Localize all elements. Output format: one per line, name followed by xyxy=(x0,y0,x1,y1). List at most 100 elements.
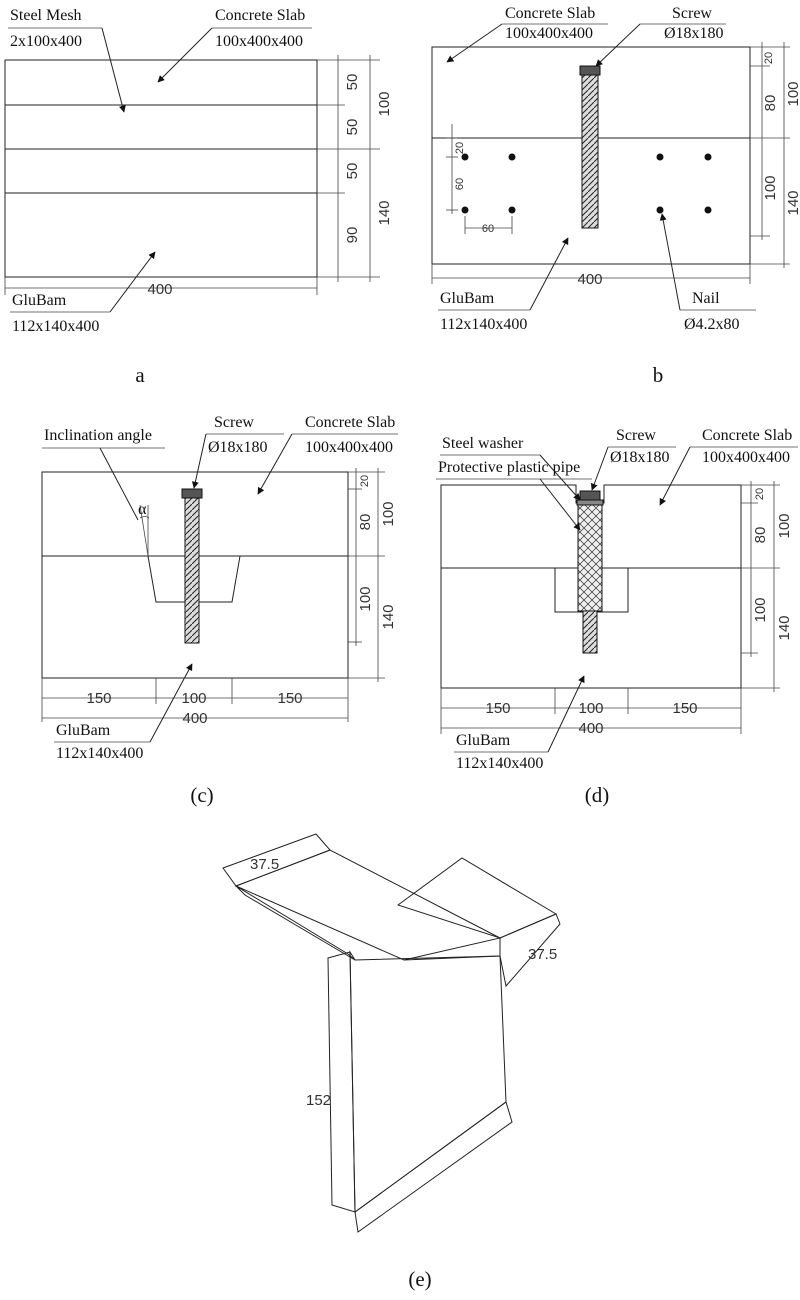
panel-d-dim-150-left: 150 xyxy=(485,700,510,717)
panel-a: 50 50 50 90 100 140 400 Steel Mesh 2x100… xyxy=(4,7,393,387)
panel-d-caption: (d) xyxy=(585,783,610,807)
panel-a-glubam-layer xyxy=(4,192,318,278)
panel-b-nail xyxy=(508,206,516,214)
panel-b-dim-20: 20 xyxy=(763,52,775,64)
panel-b-dim-80: 80 xyxy=(762,95,779,112)
panel-b-screw-size: Ø18x180 xyxy=(664,25,724,42)
panel-d: 20 80 100 100 140 150 100 150 400 Steel … xyxy=(436,427,798,807)
panel-a-slab-label: Concrete Slab xyxy=(215,7,305,24)
panel-c-concrete-layer xyxy=(41,471,349,603)
panel-b-dim-400: 400 xyxy=(577,271,602,288)
panel-b-caption: b xyxy=(653,363,664,387)
panel-c-dim-80: 80 xyxy=(357,514,374,531)
panel-b: 20 60 60 20 80 100 100 140 400 Concrete … xyxy=(431,5,800,387)
panel-c-inclination-label: Inclination angle xyxy=(44,427,152,444)
panel-c-dim-150-left: 150 xyxy=(86,690,111,707)
panel-e-dim-152: 152 xyxy=(306,1092,331,1109)
panel-b-dim-60-vertical: 60 xyxy=(454,178,466,190)
panel-d-dim-100-middle: 100 xyxy=(578,700,603,717)
panel-b-screw-shank xyxy=(581,74,599,229)
panel-b-nail xyxy=(461,153,469,161)
panel-d-plastic-pipe xyxy=(577,504,603,612)
panel-a-glubam-label: GluBam xyxy=(12,292,67,309)
panel-b-nail xyxy=(704,206,712,214)
panel-c-screw-label: Screw xyxy=(214,414,254,431)
panel-c-dim-100-middle: 100 xyxy=(181,690,206,707)
panel-a-dim-90: 90 xyxy=(344,227,361,244)
panel-b-dim-140: 140 xyxy=(785,190,800,215)
panel-a-caption: a xyxy=(135,363,145,387)
panel-c-dim-20: 20 xyxy=(359,475,371,487)
panel-d-dim-20: 20 xyxy=(754,488,766,500)
panel-a-steel-mesh-label: Steel Mesh xyxy=(10,7,82,24)
panel-c-screw-head xyxy=(181,488,203,499)
panel-c-dim-150-right: 150 xyxy=(277,690,302,707)
panel-a-dim-50a: 50 xyxy=(344,74,361,91)
panel-a-dim-140: 140 xyxy=(376,200,393,225)
panel-d-washer-label: Steel washer xyxy=(442,435,524,452)
panel-d-slab-size: 100x400x400 xyxy=(702,449,790,466)
panel-e-caption: (e) xyxy=(408,1267,431,1291)
panel-c-slab-label: Concrete Slab xyxy=(305,414,395,431)
panel-c-slab-size: 100x400x400 xyxy=(305,439,393,456)
panel-b-glubam-size: 112x140x400 xyxy=(440,316,527,333)
panel-b-slab-label: Concrete Slab xyxy=(505,5,595,22)
panel-d-pipe-label: Protective plastic pipe xyxy=(438,459,580,476)
panel-b-dim-100-right: 100 xyxy=(785,81,800,106)
panel-e-bottom-flange xyxy=(354,1101,513,1233)
panel-b-nail xyxy=(508,153,516,161)
panel-b-nail-size: Ø4.2x80 xyxy=(684,316,740,333)
panel-d-dim-400: 400 xyxy=(578,720,603,737)
panel-d-glubam-label: GluBam xyxy=(456,732,511,749)
panel-c-dim-140: 140 xyxy=(380,604,397,629)
panel-a-dim-400: 400 xyxy=(147,281,172,298)
panel-e-main-web xyxy=(349,950,507,1213)
panel-a-slab-size: 100x400x400 xyxy=(215,33,303,50)
panel-c-dim-100-lower: 100 xyxy=(357,586,374,611)
panel-d-glubam-size: 112x140x400 xyxy=(456,755,543,772)
panel-c-dim-100-upper: 100 xyxy=(380,501,397,526)
panel-c-screw-size: Ø18x180 xyxy=(208,439,268,456)
panel-a-dim-100: 100 xyxy=(376,91,393,116)
panel-e-dim-37-5-left: 37.5 xyxy=(250,856,279,873)
panel-a-dim-50c: 50 xyxy=(344,163,361,180)
panel-b-nail-label: Nail xyxy=(692,290,720,307)
panel-b-screw-head xyxy=(579,65,601,76)
panel-a-concrete-layer xyxy=(4,59,318,106)
panel-b-nail xyxy=(704,153,712,161)
panel-e-dim-37-5-right: 37.5 xyxy=(528,946,557,963)
panel-d-dim-100-upper: 100 xyxy=(776,513,793,538)
panel-b-screw-label: Screw xyxy=(672,5,712,22)
panel-b-nail xyxy=(461,206,469,214)
panel-d-steel-washer xyxy=(576,499,604,506)
panel-a-dim-50b: 50 xyxy=(344,119,361,136)
panel-d-screw-shank xyxy=(582,610,598,654)
panel-c-caption: (c) xyxy=(190,783,213,807)
panel-d-dim-150-right: 150 xyxy=(672,700,697,717)
panel-c-dim-400: 400 xyxy=(182,710,207,727)
panel-e: 37.5 37.5 152 (e) xyxy=(222,833,561,1291)
panel-b-nail xyxy=(656,206,664,214)
panel-c-glubam-label: GluBam xyxy=(56,722,111,739)
panel-d-slab-label: Concrete Slab xyxy=(702,427,792,444)
panel-b-dim-20-inner: 20 xyxy=(454,142,466,154)
panel-b-dim-100-lower: 100 xyxy=(762,175,779,200)
panel-e-right-lip xyxy=(499,913,561,988)
panel-b-glubam-label: GluBam xyxy=(440,290,495,307)
panel-c: α 20 80 100 100 140 150 100 150 400 Incl… xyxy=(41,414,398,807)
panel-d-dim-100-lower: 100 xyxy=(752,597,769,622)
panel-d-screw-label: Screw xyxy=(616,427,656,444)
panel-c-glubam-size: 112x140x400 xyxy=(56,745,143,762)
panel-d-dim-140: 140 xyxy=(776,615,793,640)
panel-c-screw-shank xyxy=(184,497,200,644)
panel-b-slab-size: 100x400x400 xyxy=(505,25,593,42)
panel-e-upper-web xyxy=(235,885,356,961)
panel-d-dim-80: 80 xyxy=(752,527,769,544)
panel-d-screw-size: Ø18x180 xyxy=(610,449,670,466)
panel-d-screw-head xyxy=(579,490,601,501)
panel-b-dim-60-horizontal: 60 xyxy=(482,223,494,235)
panel-b-nail xyxy=(656,153,664,161)
panel-a-glubam-size: 112x140x400 xyxy=(12,318,99,335)
panel-a-steel-mesh-size: 2x100x400 xyxy=(10,33,82,50)
